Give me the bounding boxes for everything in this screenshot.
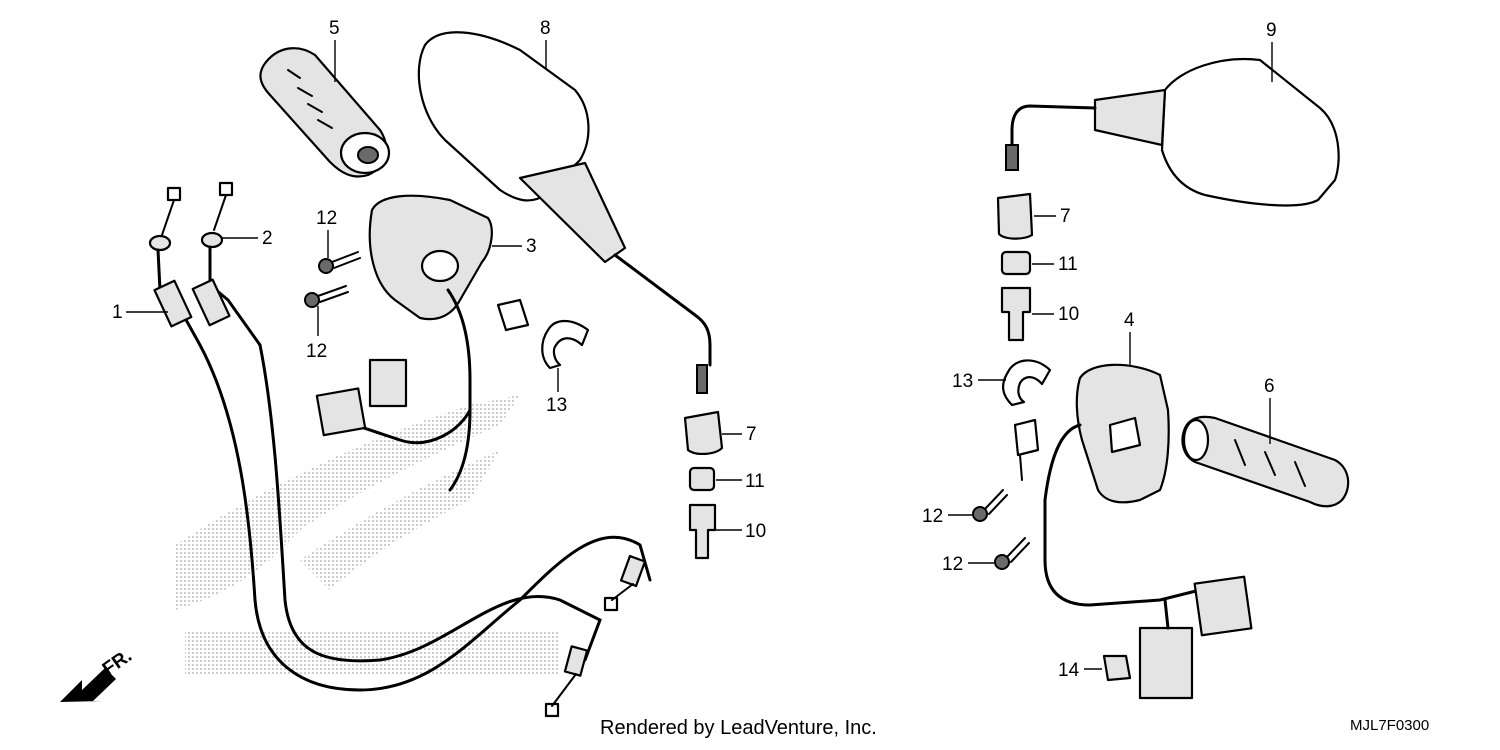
callout-10-b: 10 [1058, 304, 1079, 325]
part-12-left-screw-b [304, 285, 349, 308]
right-harness-connectors [1138, 575, 1253, 700]
part-11-right-nut [1000, 250, 1032, 276]
callout-12-d: 12 [942, 554, 963, 575]
part-12-right-screw-b [994, 537, 1030, 570]
part-10-left-adaptor [688, 503, 717, 560]
callout-14: 14 [1058, 660, 1080, 681]
part-6-right-grip [1181, 415, 1350, 508]
callout-3: 3 [526, 236, 537, 257]
callout-10-a: 10 [745, 521, 766, 542]
callout-6: 6 [1264, 376, 1275, 397]
callout-13-b: 13 [952, 371, 973, 392]
callout-7-a: 7 [746, 424, 757, 445]
part-12-right-screw-a [972, 489, 1008, 522]
callout-11-a: 11 [745, 471, 765, 492]
callout-12-c: 12 [922, 506, 943, 527]
throttle-cable-ends [544, 554, 647, 718]
callout-1: 1 [112, 302, 123, 323]
part-7-left-mirror-cover [683, 410, 724, 455]
part-4-right-switch [1013, 363, 1202, 607]
callout-8: 8 [540, 18, 551, 39]
part-1-throttle-cable [148, 186, 652, 692]
part-8-left-mirror [417, 31, 712, 394]
callout-2: 2 [262, 228, 273, 249]
part-13-left-clamp [541, 319, 590, 370]
part-12-left-screw-a [318, 251, 361, 274]
callout-12-b: 12 [306, 341, 327, 362]
diagram-code: MJL7F0300 [1350, 717, 1429, 734]
footer-credit: Rendered by LeadVenture, Inc. [600, 717, 877, 739]
callout-13-a: 13 [546, 395, 567, 416]
callout-5: 5 [329, 18, 340, 39]
callout-11-b: 11 [1058, 254, 1078, 275]
part-5-left-grip [259, 47, 391, 178]
part-10-right-adaptor [1000, 286, 1032, 342]
part-2-throttle-cable [191, 181, 602, 663]
part-9-right-mirror [1005, 58, 1340, 207]
callout-4: 4 [1124, 310, 1135, 331]
callout-labels: 5 8 2 1 3 12 12 13 7 11 10 9 7 [112, 18, 1277, 681]
part-14-right-clip [1102, 654, 1132, 682]
callout-7-b: 7 [1060, 206, 1071, 227]
callout-9: 9 [1266, 20, 1277, 41]
front-direction-arrow: FR. [60, 645, 136, 702]
part-11-left-nut [688, 466, 716, 492]
watermark-wing [175, 395, 560, 675]
part-13-right-clamp [1002, 359, 1052, 407]
part-7-right-mirror-cover [996, 192, 1034, 240]
part-3-left-switch [315, 194, 530, 492]
callout-12-a: 12 [316, 208, 337, 229]
